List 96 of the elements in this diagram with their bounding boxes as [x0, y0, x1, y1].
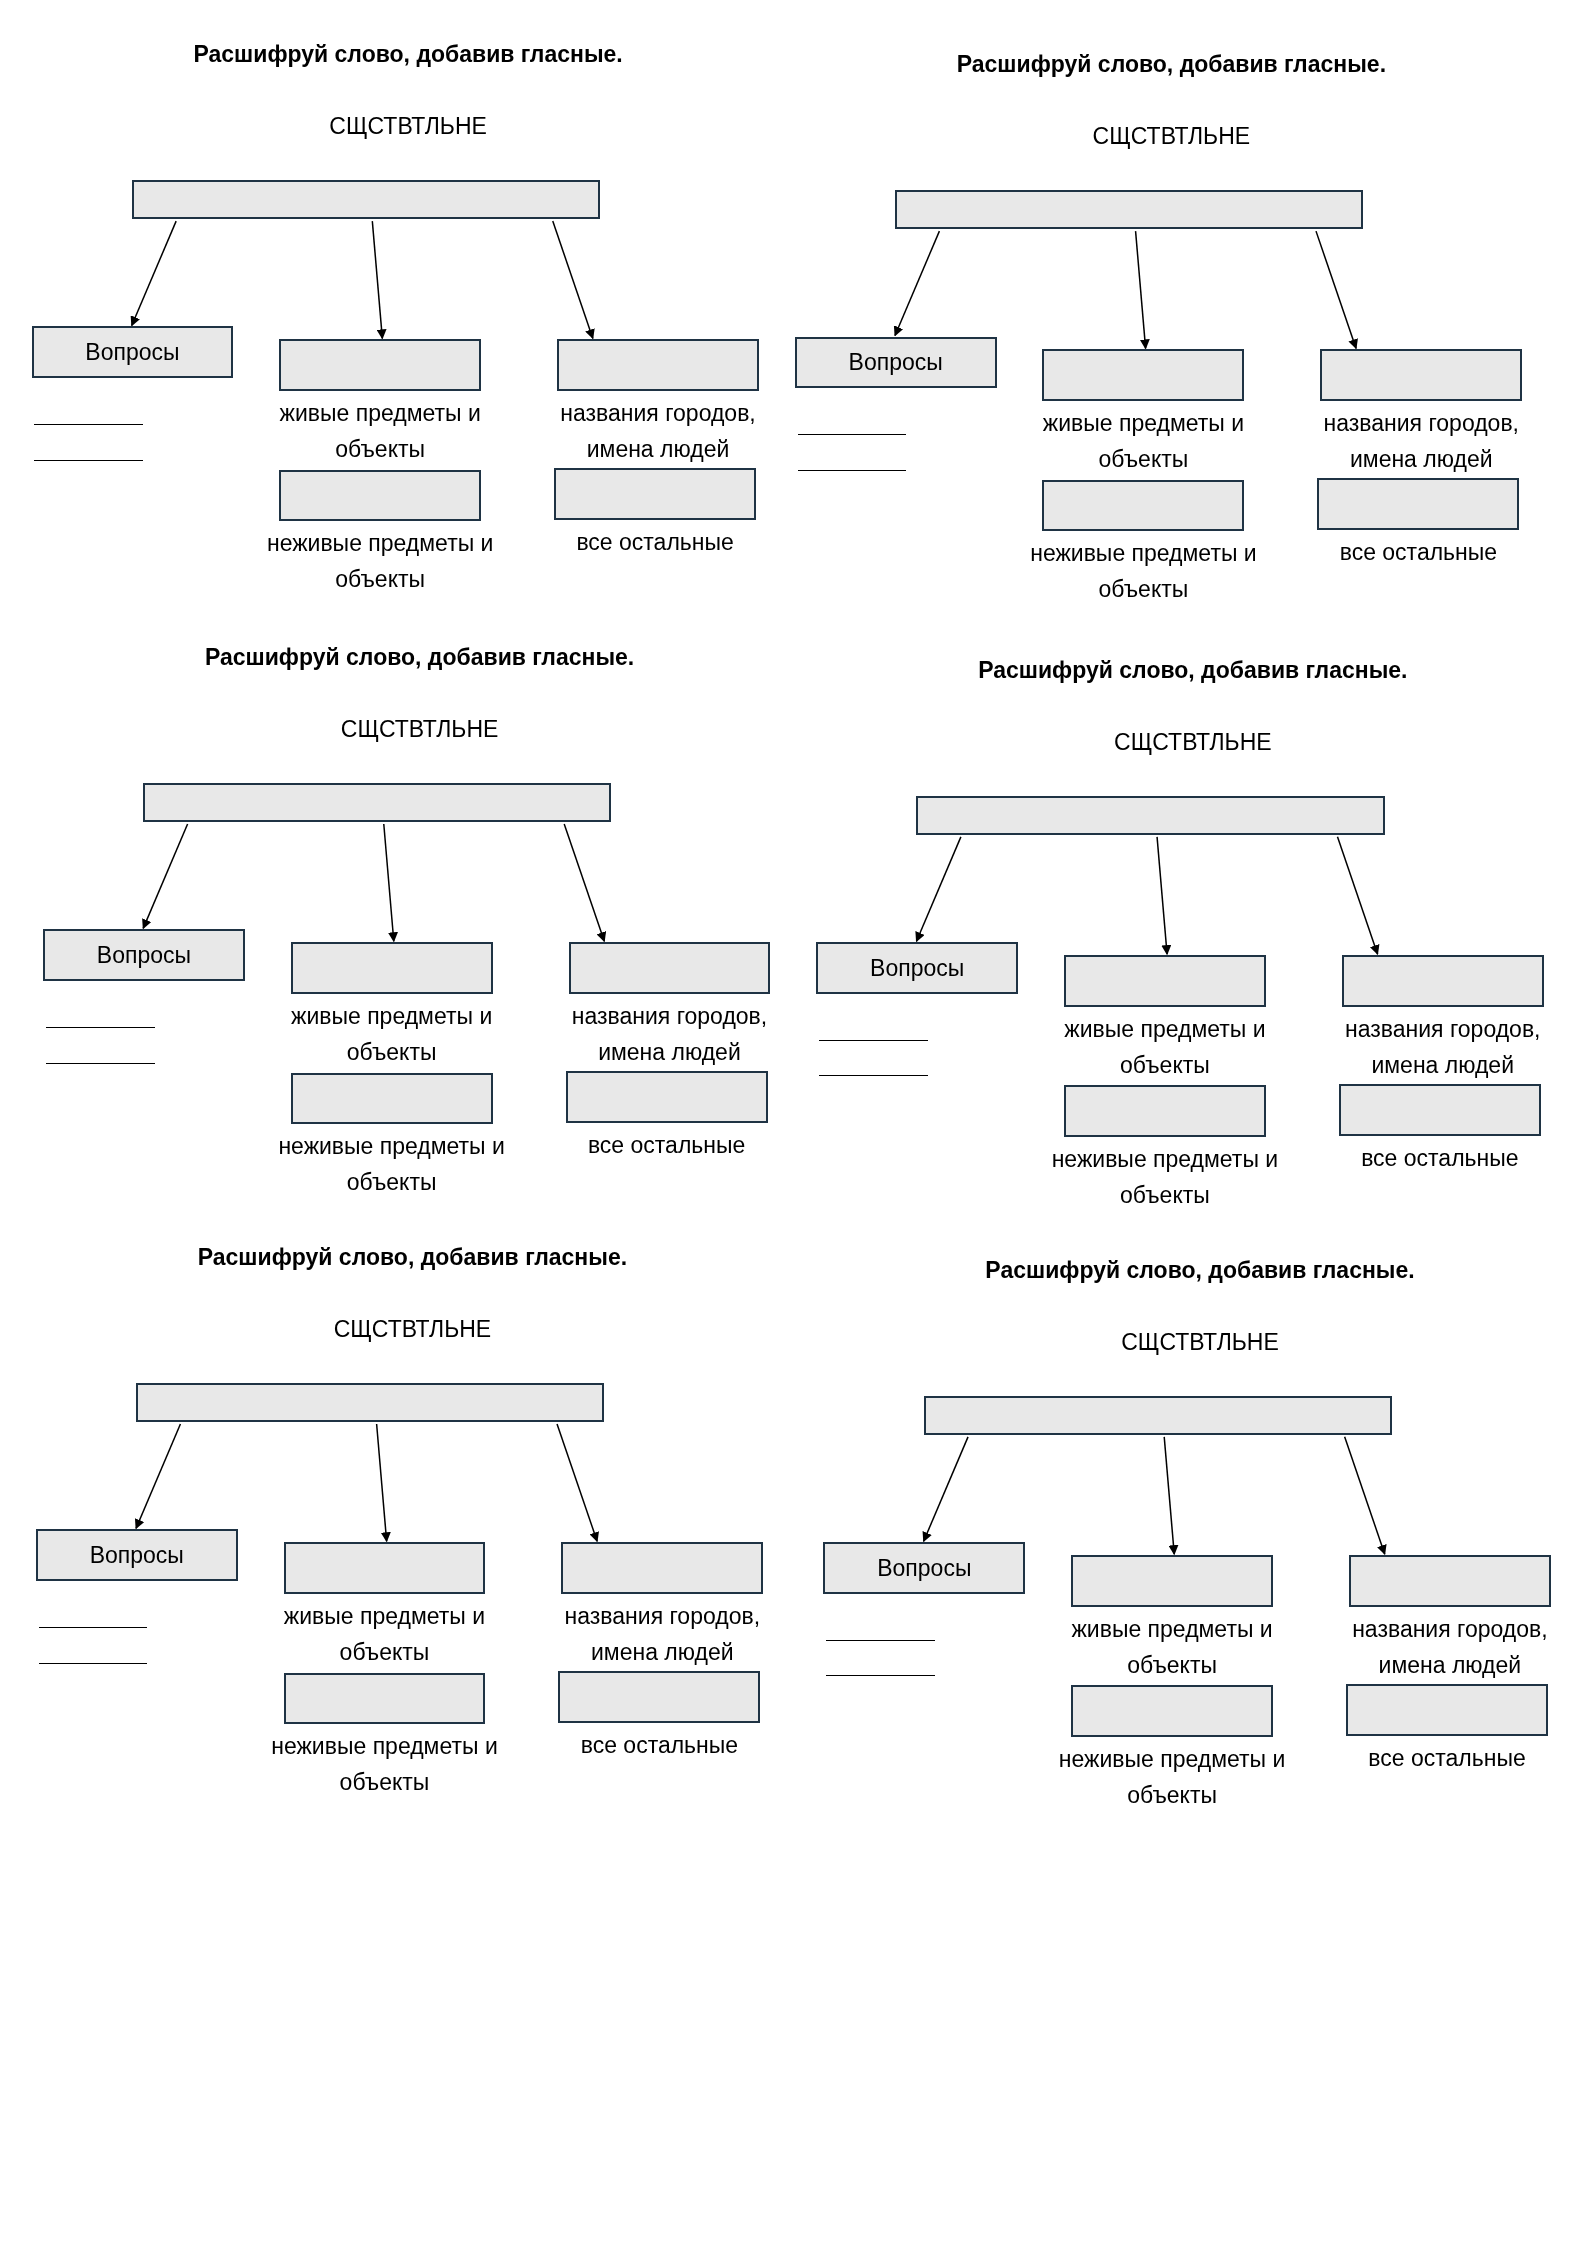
arrow: [130, 220, 177, 327]
scrambled-word: СЩСТВТЛЬНЕ: [1120, 1327, 1280, 1357]
arrow: [893, 230, 941, 337]
category-caption: живые предметы и объекты: [1063, 1014, 1267, 1080]
arrow: [1134, 230, 1150, 350]
scrambled-word: СЩСТВТЛЬНЕ: [1091, 121, 1252, 151]
box-label: Вопросы: [877, 1553, 972, 1583]
category-box: [794, 336, 997, 389]
answer-box: [1063, 955, 1266, 1007]
category-caption: неживые предметы и объекты: [1029, 539, 1258, 605]
category-caption: живые предметы и объекты: [278, 398, 482, 464]
category-caption: неживые предметы и объекты: [277, 1132, 506, 1198]
answer-box: [1063, 1085, 1266, 1137]
category-caption: все остальные: [579, 1730, 740, 1760]
answer-box: [1341, 955, 1544, 1007]
arrow: [142, 823, 189, 930]
category-box: [31, 326, 234, 379]
instruction-text: Расшифруй слово, добавив гласные.: [192, 40, 624, 70]
answer-box: [131, 180, 600, 220]
answer-box: [916, 796, 1385, 835]
category-caption: все остальные: [1360, 1143, 1520, 1173]
category-caption: названия городов, имена людей: [559, 398, 757, 464]
answer-box: [136, 1383, 605, 1422]
instruction-text: Расшифруй слово, добавив гласные.: [196, 1243, 629, 1273]
category-caption: все остальные: [575, 527, 735, 557]
instruction-text: Расшифруй слово, добавив гласные.: [203, 643, 636, 673]
arrow: [1336, 836, 1380, 956]
arrow: [383, 823, 398, 943]
answer-box: [1042, 479, 1245, 532]
answer-box: [279, 339, 482, 391]
box-label: Вопросы: [848, 348, 943, 378]
box-label: Вопросы: [96, 940, 191, 970]
arrow: [1343, 1436, 1387, 1556]
box-label: Вопросы: [870, 953, 965, 983]
category-box: [823, 1542, 1026, 1594]
arrow: [371, 220, 387, 340]
category-caption: живые предметы и объекты: [1041, 408, 1246, 474]
category-caption: все остальные: [1367, 1743, 1527, 1773]
category-caption: живые предметы и объекты: [282, 1601, 487, 1667]
arrow: [552, 220, 595, 340]
answer-box: [1042, 349, 1245, 401]
instruction-text: Расшифруй слово, добавив гласные.: [984, 1256, 1416, 1285]
category-box: [35, 1529, 238, 1581]
answer-box: [1317, 478, 1520, 530]
category-caption: живые предметы и объекты: [1070, 1614, 1274, 1680]
arrow: [1156, 836, 1172, 956]
scrambled-word: СЩСТВТЛЬНЕ: [1113, 727, 1273, 757]
arrow: [922, 1436, 969, 1543]
category-caption: неживые предметы и объекты: [1057, 1745, 1287, 1810]
answer-box: [290, 942, 493, 994]
category-box: [816, 942, 1019, 994]
scrambled-word: СЩСТВТЛЬНЕ: [328, 111, 488, 141]
category-caption: все остальные: [586, 1130, 747, 1160]
answer-box: [923, 1396, 1392, 1435]
arrow: [375, 1423, 391, 1543]
scrambled-word: СЩСТВТЛЬНЕ: [332, 1314, 493, 1344]
arrow: [563, 823, 607, 943]
answer-box: [1320, 349, 1523, 401]
answer-box: [557, 339, 759, 391]
category-caption: названия городов, имена людей: [1344, 1014, 1542, 1080]
arrow: [134, 1423, 182, 1530]
answer-box: [1071, 1685, 1274, 1737]
category-caption: названия городов, имена людей: [570, 1001, 769, 1067]
answer-box: [279, 469, 482, 522]
arrow: [556, 1423, 599, 1543]
box-label: Вопросы: [85, 338, 180, 367]
answer-box: [568, 942, 771, 994]
category-caption: неживые предметы и объекты: [270, 1732, 499, 1798]
answer-box: [558, 1671, 761, 1723]
answer-box: [554, 468, 757, 520]
category-caption: живые предметы и объекты: [290, 1001, 494, 1067]
arrow: [915, 836, 962, 943]
box-label: Вопросы: [89, 1540, 184, 1570]
answer-box: [290, 1072, 493, 1125]
answer-box: [1346, 1684, 1548, 1736]
answer-box: [1071, 1555, 1274, 1607]
answer-box: [895, 190, 1364, 230]
category-caption: неживые предметы и объекты: [1050, 1145, 1280, 1210]
answer-box: [143, 783, 612, 822]
answer-box: [283, 1542, 486, 1594]
category-caption: все остальные: [1338, 537, 1499, 567]
category-caption: названия городов, имена людей: [1322, 408, 1520, 474]
answer-box: [1348, 1555, 1551, 1607]
instruction-text: Расшифруй слово, добавив гласные.: [977, 656, 1409, 685]
arrow: [1163, 1436, 1179, 1556]
arrow: [1315, 230, 1358, 350]
category-caption: названия городов, имена людей: [1351, 1614, 1549, 1680]
answer-box: [561, 1542, 764, 1594]
answer-box: [1338, 1084, 1541, 1136]
scrambled-word: СЩСТВТЛЬНЕ: [339, 714, 500, 744]
category-caption: названия городов, имена людей: [563, 1601, 762, 1667]
answer-box: [283, 1672, 486, 1725]
category-box: [42, 929, 245, 981]
category-caption: неживые предметы и объекты: [265, 529, 495, 595]
answer-box: [565, 1071, 768, 1123]
instruction-text: Расшифруй слово, добавив гласные.: [955, 50, 1388, 80]
